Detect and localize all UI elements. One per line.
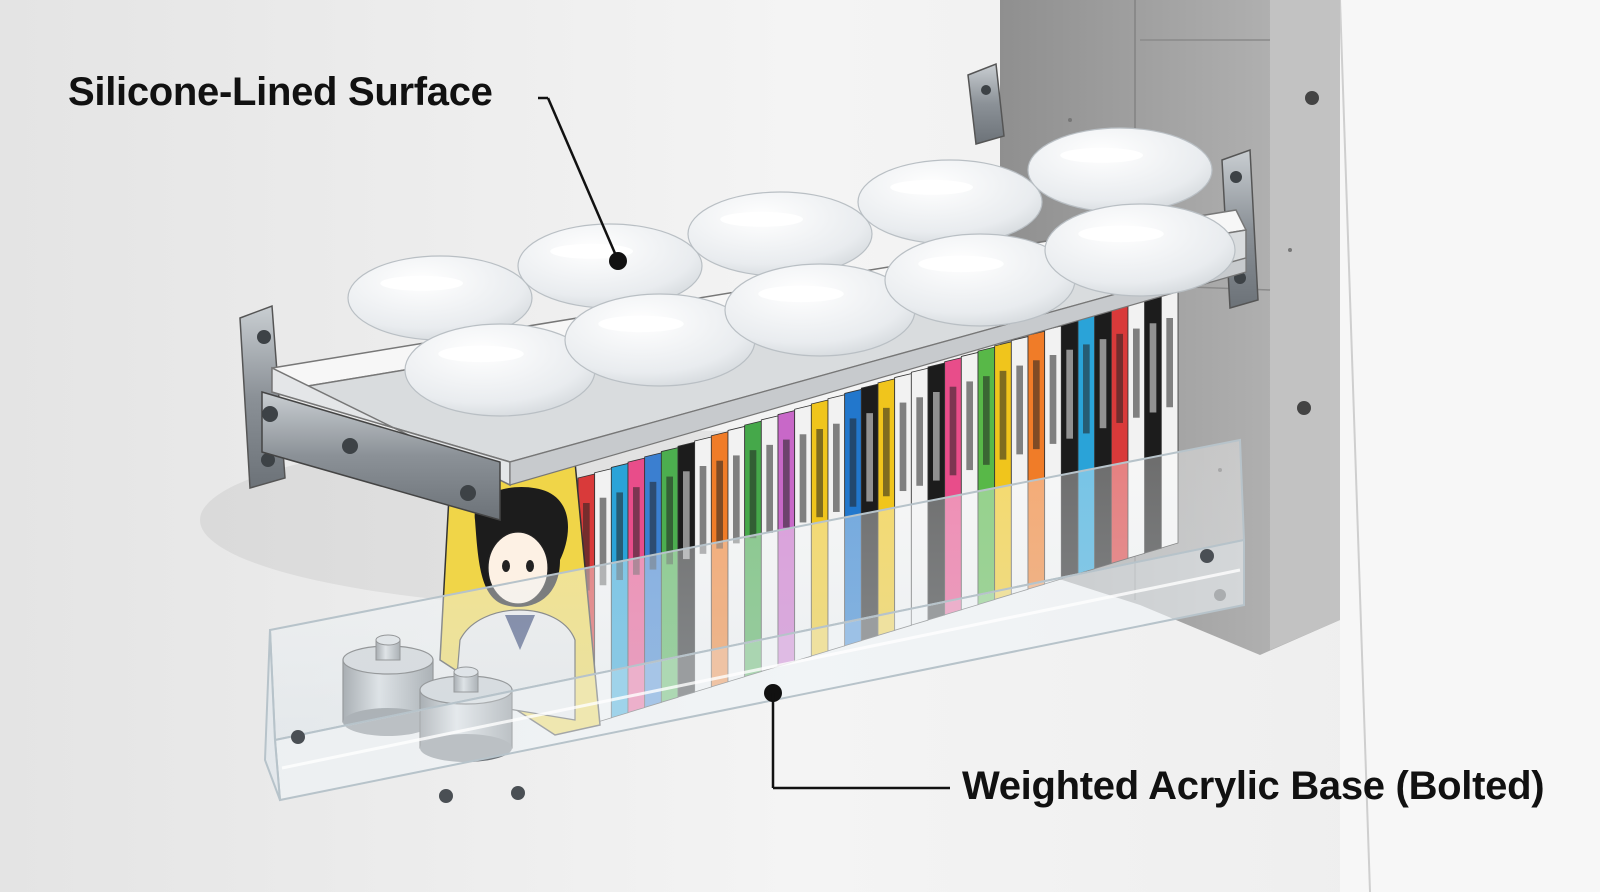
book-spine-mark [983, 376, 990, 465]
book-spine-mark [716, 460, 723, 549]
book-spine-mark [899, 402, 907, 492]
book-spine-mark [949, 386, 957, 476]
cushion-highlight [758, 285, 844, 303]
book-spine-mark [1066, 349, 1073, 439]
book-spine-mark [916, 397, 923, 486]
bolt-icon [342, 438, 358, 454]
silicone-cushion [857, 159, 1043, 245]
acrylic-base [263, 438, 1246, 803]
book-spine-mark [1033, 360, 1040, 450]
callout-silicone-surface-label: Silicone-Lined Surface [68, 70, 493, 114]
wall-edge [1339, 0, 1371, 892]
book-spine-mark [616, 492, 623, 581]
book-spine-mark [1083, 344, 1090, 434]
silicone-lined-surface [347, 127, 1236, 417]
cushion-highlight [890, 179, 973, 195]
silicone-cushion [1044, 203, 1236, 297]
book-spine-mark [766, 444, 773, 533]
book-spine-mark [699, 466, 707, 554]
callout-acrylic-base-label: Weighted Acrylic Base (Bolted) [962, 764, 1545, 808]
book-spine-mark [1016, 365, 1023, 455]
cushion-highlight [598, 315, 684, 333]
book-spine-mark [599, 497, 607, 586]
book-spine-mark [649, 481, 657, 570]
cushion-highlight [1060, 147, 1143, 163]
book-spine-mark [583, 503, 590, 591]
book-spine-mark [733, 455, 740, 544]
book-spine-mark [1149, 323, 1157, 413]
wall-right-panel [1340, 0, 1600, 892]
book-spine-mark [833, 423, 840, 512]
book-spine-mark [749, 450, 757, 539]
book-spine-mark [1099, 339, 1107, 429]
book-spine-mark [849, 418, 857, 507]
book-spine-mark [683, 471, 690, 560]
book-spine-mark [1116, 333, 1123, 423]
silicone-cushion [687, 191, 873, 277]
book-spine-mark [816, 429, 823, 518]
callout-top-leader [538, 96, 627, 270]
cushion-highlight [720, 211, 803, 227]
cushion-highlight [1078, 225, 1164, 243]
front-steel-bracket [261, 390, 501, 521]
book-spine-mark [883, 407, 890, 497]
callout-bottom-leader [764, 684, 950, 790]
book-spine-mark [866, 413, 873, 502]
silicone-cushion [1027, 127, 1213, 213]
book-spine-mark [633, 487, 640, 575]
bolt-icon [460, 485, 476, 501]
book-spine-mark [999, 370, 1007, 460]
book-spine-mark [933, 392, 940, 481]
book-spine-mark [783, 439, 790, 528]
book-spine-mark [799, 434, 807, 523]
cushion-highlight [380, 275, 463, 291]
bolt-icon [262, 406, 278, 422]
book-spine-mark [666, 476, 673, 565]
book-spine-mark [1166, 318, 1173, 408]
cushion-highlight [438, 345, 524, 363]
book-spine-mark [1049, 355, 1057, 444]
cushion-highlight [918, 255, 1004, 273]
book-spine-mark [966, 381, 973, 471]
book-spine-mark [1133, 328, 1140, 418]
